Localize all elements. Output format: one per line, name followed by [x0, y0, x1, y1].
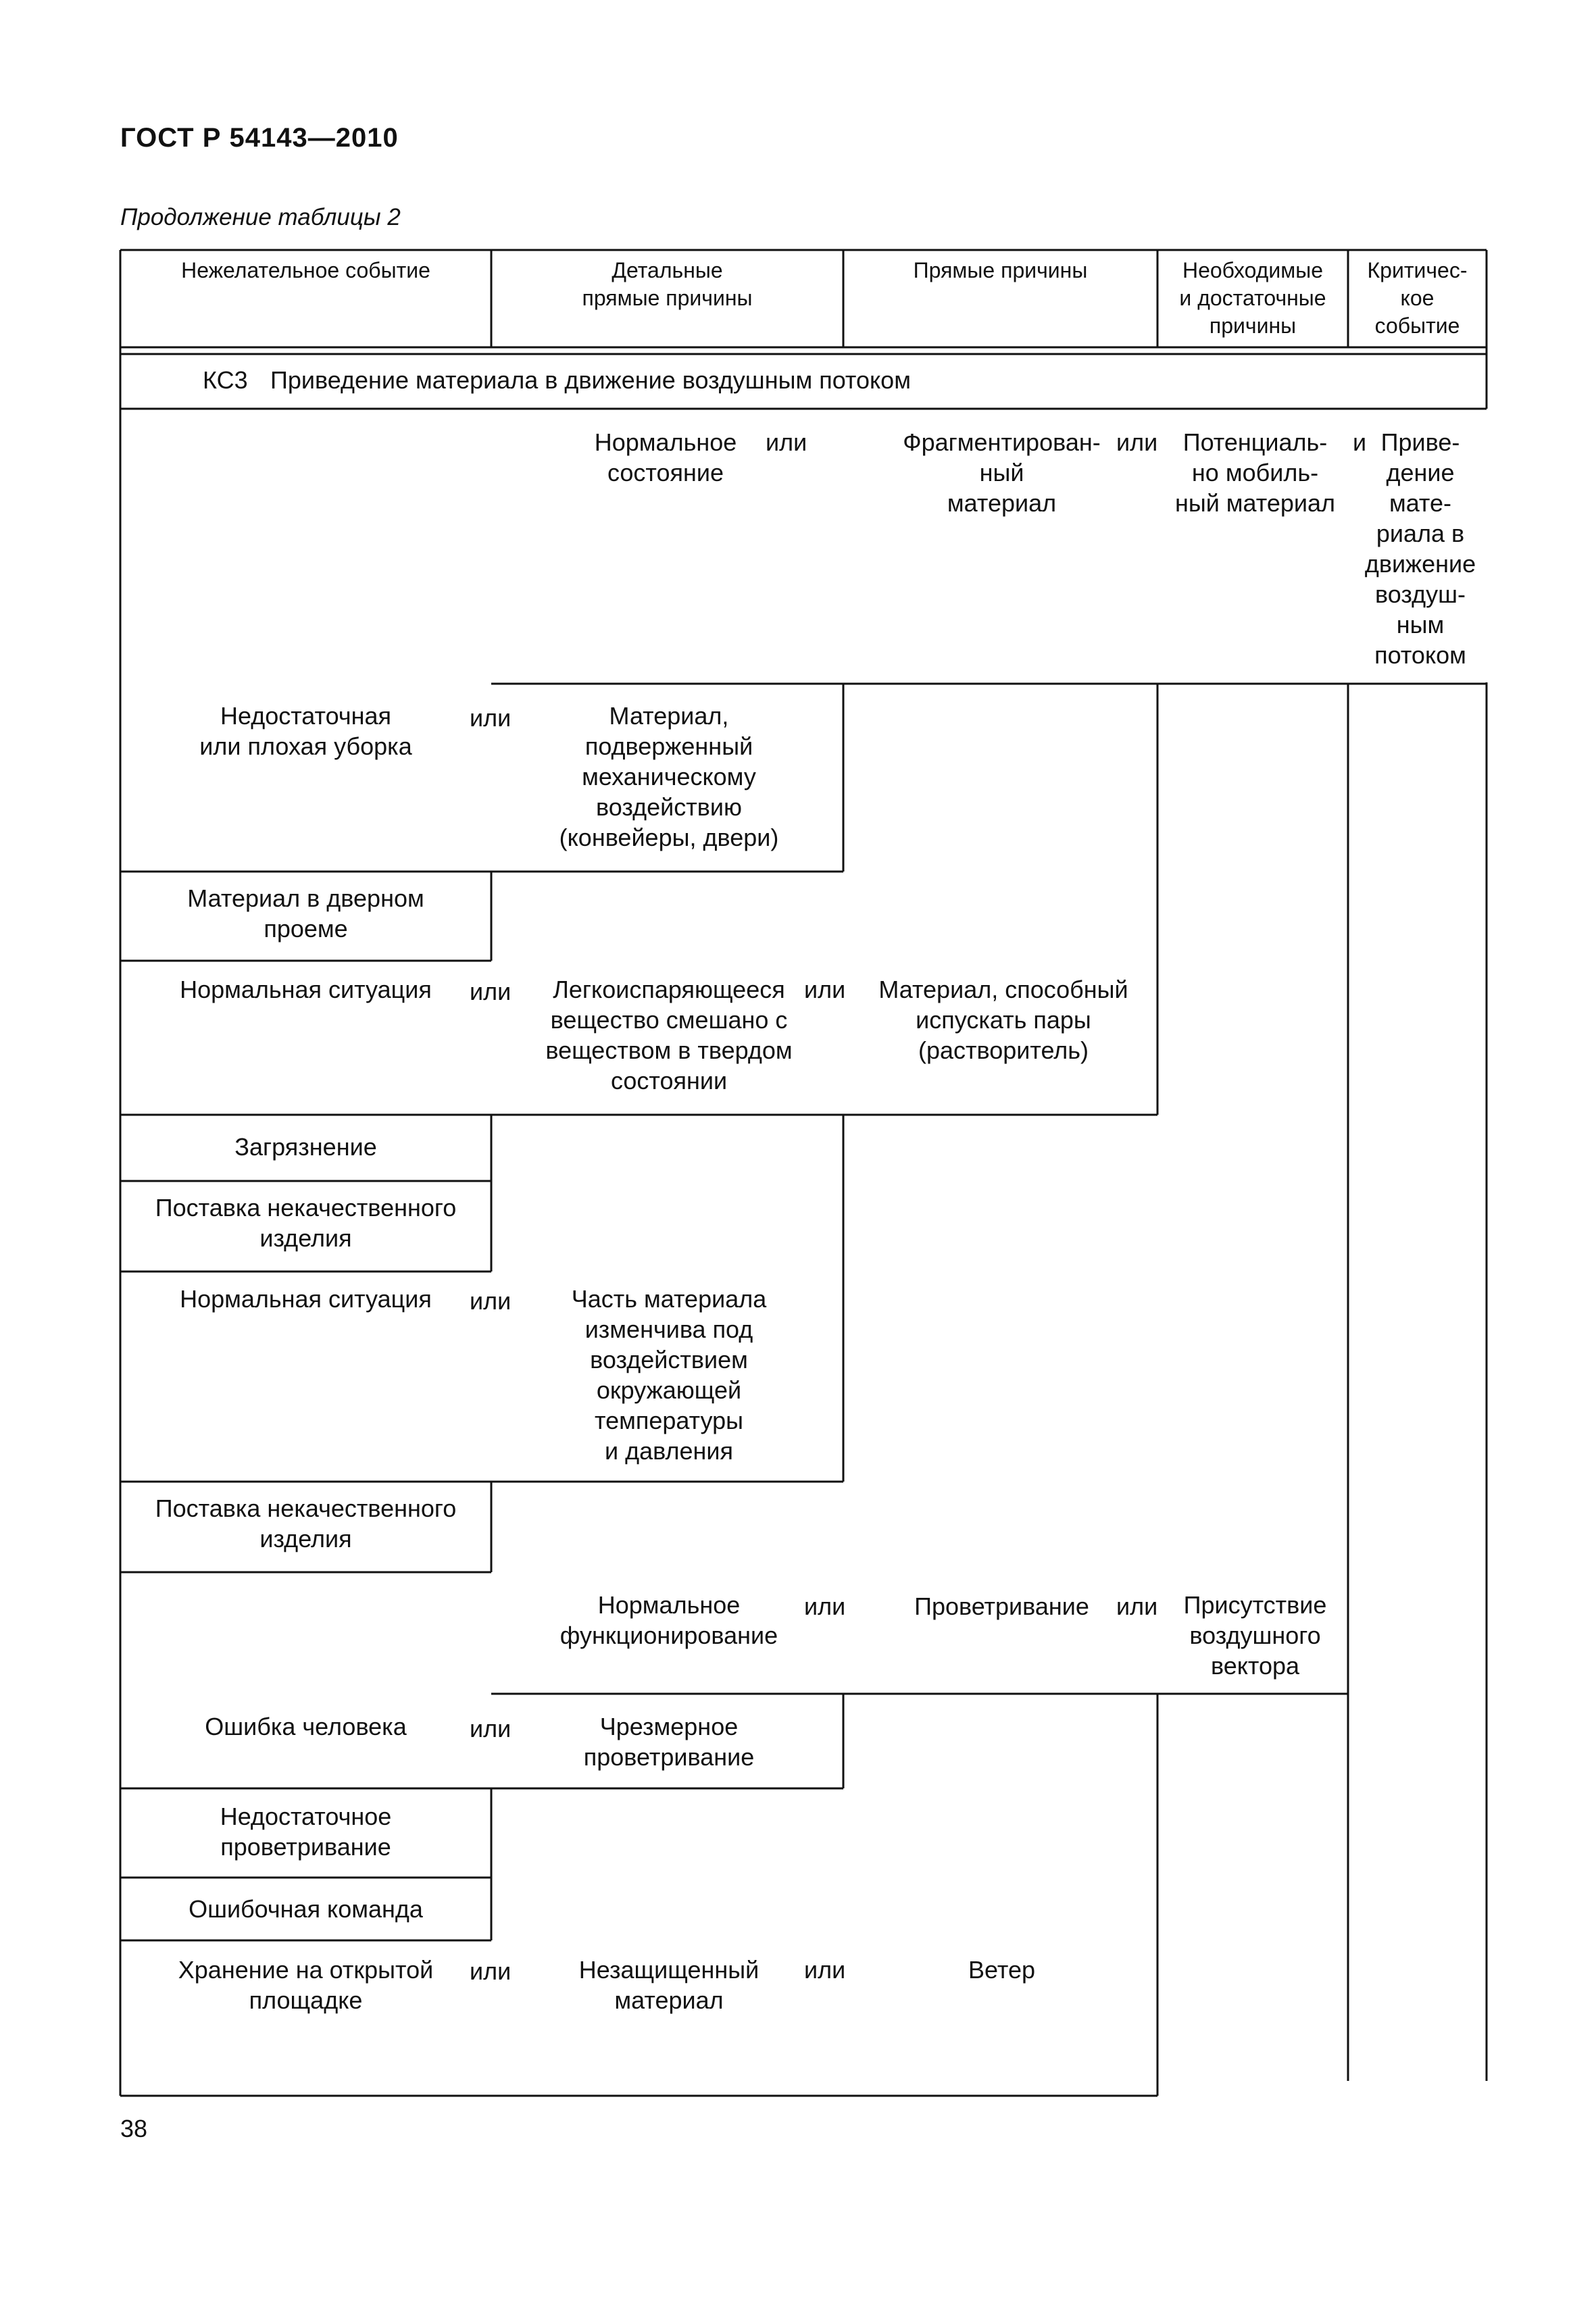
cell-material-mechanical: Материал, подверженный механическому воз… — [559, 702, 779, 851]
cell-excessive-ventilation: Чрезмерное проветривание — [583, 1713, 755, 1771]
connector-or: или — [470, 704, 512, 732]
cell-human-error: Ошибка человека — [205, 1713, 407, 1740]
header-undesired-event: Нежелательное событие — [181, 258, 430, 282]
cell-material-vapor: Материал, способный испускать пары (раст… — [878, 976, 1128, 1064]
cell-defective-supply-1: Поставка некачественного изделия — [155, 1194, 457, 1252]
page-number: 38 — [120, 2115, 148, 2142]
connector-or: или — [470, 978, 512, 1005]
connector-or: или — [1116, 1592, 1158, 1620]
section-title: Приведение материала в движение воздушны… — [270, 366, 911, 394]
table-caption: Продолжение таблицы 2 — [120, 204, 401, 230]
cell-normal-state: Нормальное состояние — [594, 428, 737, 486]
connector-or: или — [470, 1715, 512, 1742]
cell-normal-situation-1: Нормальная ситуация — [180, 976, 432, 1003]
document-title: ГОСТ Р 54143—2010 — [120, 123, 399, 153]
cell-material-variable: Часть материала изменчива под воздействи… — [571, 1285, 767, 1465]
cell-ventilation: Проветривание — [914, 1592, 1089, 1620]
cell-material-doorway: Материал в дверном проеме — [187, 884, 424, 942]
cell-fragmented-material: Фрагментирован- ный материал — [903, 428, 1101, 517]
cell-volatile-substance: Легкоиспаряющееся вещество смешано с вещ… — [545, 976, 793, 1095]
connector-and: и — [1353, 428, 1367, 456]
cell-wrong-command: Ошибочная команда — [189, 1895, 423, 1923]
cell-normal-functioning: Нормальное функционирование — [559, 1591, 778, 1649]
header-necessary-sufficient: Необходимые и достаточные причины — [1179, 258, 1326, 338]
section-code: КС3 — [203, 366, 248, 394]
connector-or: или — [470, 1287, 512, 1315]
cell-wind: Ветер — [968, 1956, 1035, 1984]
cell-contamination: Загрязнение — [234, 1133, 377, 1161]
cell-insufficient-cleaning: Недостаточная или плохая уборка — [199, 702, 412, 760]
cell-potentially-mobile: Потенциаль- но мобиль- ный материал — [1174, 428, 1336, 517]
cell-critical-result: Приве- дение мате- риала в движение возд… — [1364, 428, 1476, 669]
cell-normal-situation-2: Нормальная ситуация — [180, 1285, 432, 1313]
cell-defective-supply-2: Поставка некачественного изделия — [155, 1494, 457, 1553]
cell-unprotected-material: Незащищенный материал — [578, 1956, 759, 2014]
header-critical-event: Критичес- кое событие — [1367, 258, 1468, 338]
header-detailed-direct-causes: Детальные прямые причины — [582, 258, 753, 310]
cell-insufficient-ventilation: Недостаточное проветривание — [220, 1803, 392, 1861]
connector-or: или — [804, 976, 846, 1003]
cell-open-storage: Хранение на открытой площадке — [178, 1956, 434, 2014]
cell-air-vector: Присутствие воздушного вектора — [1183, 1591, 1327, 1680]
connector-or: или — [470, 1957, 512, 1985]
connector-or: или — [1116, 428, 1158, 456]
connector-or: или — [804, 1592, 846, 1620]
connector-or: или — [766, 428, 807, 456]
connector-or: или — [804, 1956, 846, 1984]
header-direct-causes: Прямые причины — [913, 258, 1088, 282]
